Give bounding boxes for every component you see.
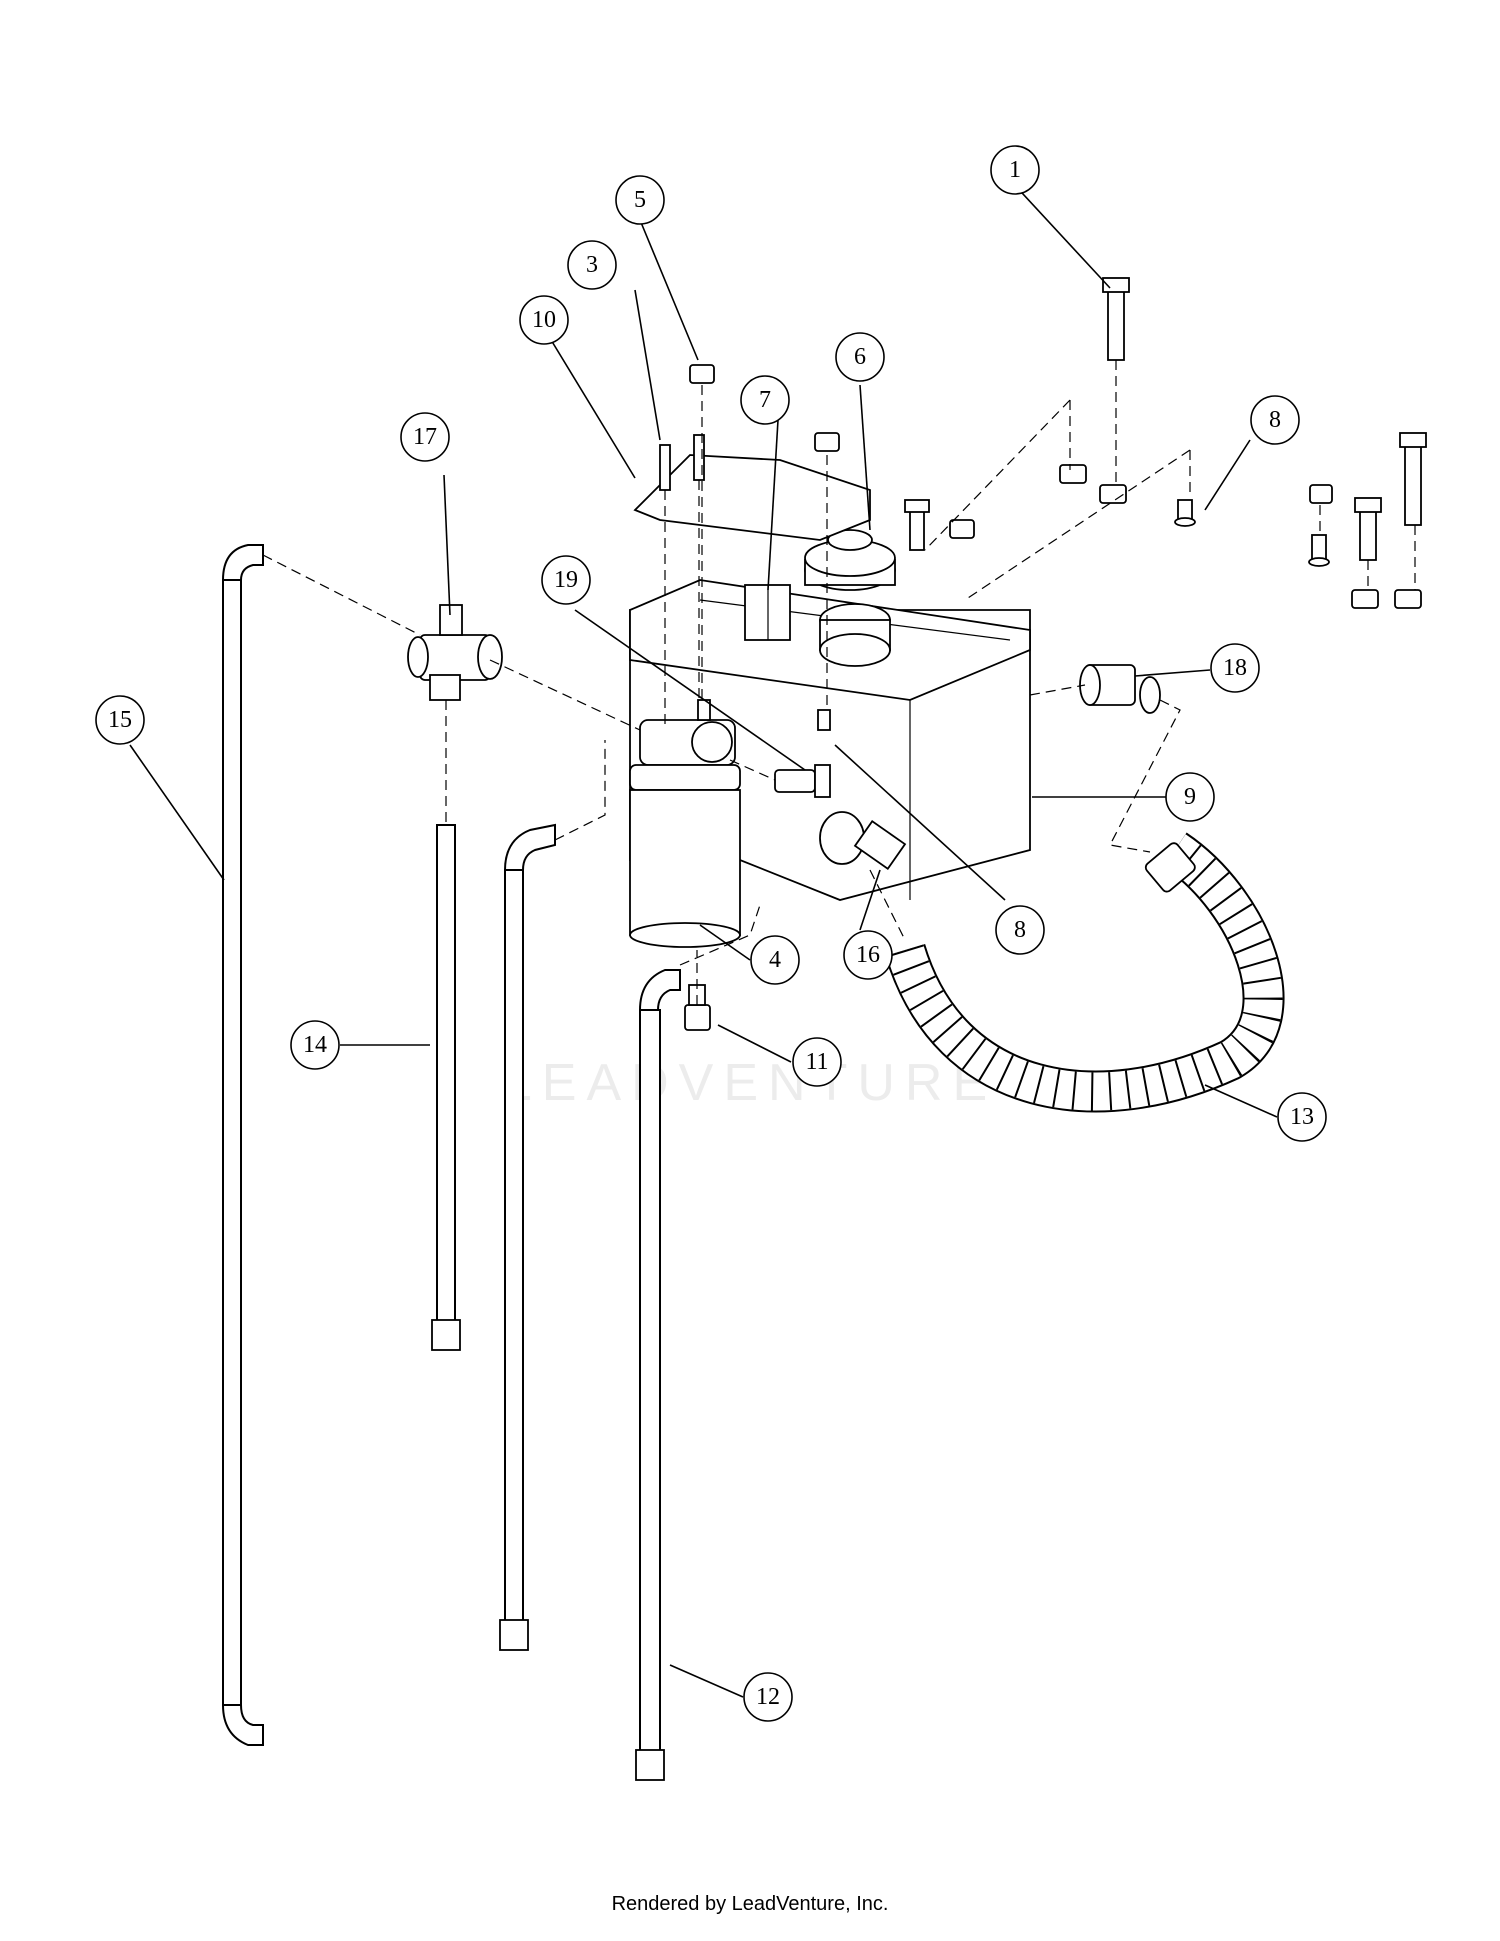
hose-15 [221, 544, 264, 1746]
callout-14: 14 [290, 1020, 340, 1070]
callout-15: 15 [95, 695, 145, 745]
callout-11: 11 [792, 1037, 842, 1087]
hose-12 [635, 969, 681, 1781]
callout-label: 1 [1009, 157, 1021, 183]
hose-13 [884, 832, 1285, 1113]
callout-1: 1 [990, 145, 1040, 195]
spacers [697, 499, 1330, 731]
callout-17: 17 [400, 412, 450, 462]
elbow-fitting-18 [1079, 664, 1161, 714]
callout-label: 3 [586, 252, 598, 278]
callout-13: 13 [1277, 1092, 1327, 1142]
footer-credit: Rendered by LeadVenture, Inc. [611, 1893, 889, 1915]
callout-4: 4 [750, 935, 800, 985]
callout-label: 18 [1223, 655, 1247, 681]
callout-5: 5 [615, 175, 665, 225]
callout-label: 5 [634, 187, 646, 213]
callout-label: 19 [554, 567, 578, 593]
callout-7: 7 [740, 375, 790, 425]
callout-6: 6 [835, 332, 885, 382]
callout-label: 12 [756, 1684, 780, 1710]
watermark-text: LEADVENTURE [503, 1054, 997, 1112]
assembly-lines [262, 360, 1416, 1005]
fitting-19 [774, 764, 831, 798]
callout-19: 19 [541, 555, 591, 605]
callout-12: 12 [743, 1672, 793, 1722]
hose-14 [431, 824, 461, 1351]
callout-label: 6 [854, 344, 866, 370]
callout-label: 7 [759, 387, 771, 413]
callout-9: 9 [1165, 772, 1215, 822]
callout-label: 15 [108, 707, 132, 733]
callout-label: 14 [303, 1032, 327, 1058]
callout-8-lower: 8 [995, 905, 1045, 955]
leader-lines [129, 179, 1278, 1698]
hose-upper-mid [499, 823, 556, 1651]
callout-18: 18 [1210, 643, 1260, 693]
tee-fitting-17 [407, 604, 503, 701]
oil-filter [629, 719, 741, 948]
callout-10: 10 [519, 295, 569, 345]
nuts [689, 364, 1422, 609]
callout-label: 10 [532, 307, 556, 333]
callout-label: 4 [769, 947, 781, 973]
fitting-11 [684, 984, 711, 1031]
callout-label: 16 [856, 942, 880, 968]
callout-3: 3 [567, 240, 617, 290]
callout-label: 17 [413, 424, 437, 450]
callout-label: 9 [1184, 784, 1196, 810]
callout-label: 8 [1269, 407, 1281, 433]
bolts [659, 277, 1427, 561]
callout-8-upper: 8 [1250, 395, 1300, 445]
callout-label: 11 [805, 1049, 828, 1075]
callout-label: 8 [1014, 917, 1026, 943]
callout-16: 16 [843, 930, 893, 980]
fitting-16 [819, 811, 907, 871]
callout-label: 13 [1290, 1104, 1314, 1130]
